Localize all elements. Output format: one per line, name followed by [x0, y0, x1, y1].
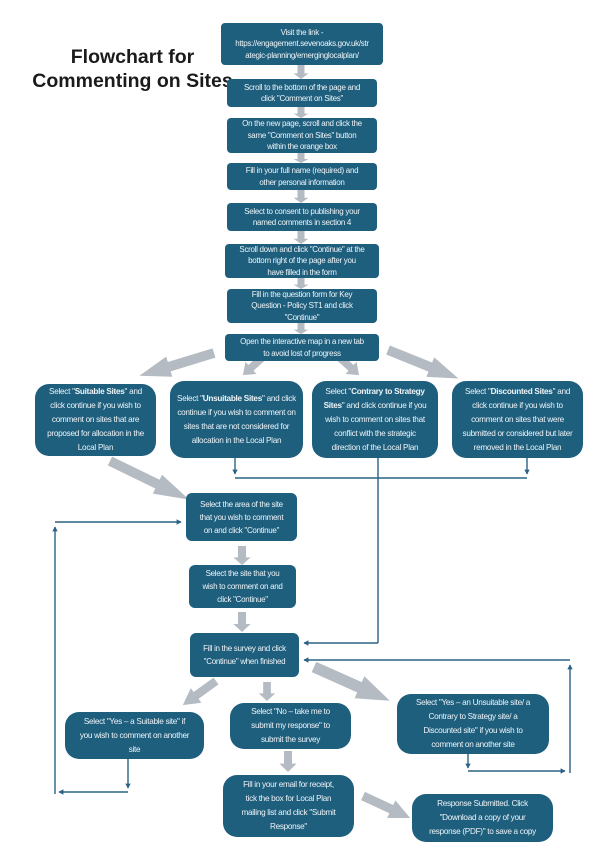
- flow-option-discounted-sites-label: Select "Discounted Sites" and click cont…: [462, 386, 573, 452]
- flow-step-open-map-label: Open the interactive map in a new tab to…: [240, 337, 364, 358]
- flow-option-contrary-strategy-sites: Select "Contrary to Strategy Sites" and …: [312, 381, 438, 458]
- flow-step-email-submit-response: Fill in your email for receipt, tick the…: [223, 775, 354, 837]
- flow-step-fill-survey: Fill in the survey and click "Continue" …: [190, 633, 299, 677]
- flow-step-yes-suitable-site: Select "Yes – a Suitable site" if you wi…: [65, 712, 204, 759]
- flow-step-visit-link-label: Visit the link - https://engagement.seve…: [235, 27, 369, 60]
- flow-step-select-area: Select the area of the site that you wis…: [186, 493, 297, 541]
- flow-step-select-site: Select the site that you wish to comment…: [189, 565, 296, 608]
- flow-step-consent-label: Select to consent to publishing your nam…: [244, 206, 360, 228]
- flow-step-consent: Select to consent to publishing your nam…: [227, 203, 377, 231]
- flow-step-visit-link: Visit the link - https://engagement.seve…: [221, 23, 383, 65]
- flow-step-yes-other-site-types: Select "Yes – an Unsuitable site/ a Cont…: [397, 694, 549, 754]
- flow-step-key-question: Fill in the question form for Key Questi…: [227, 289, 377, 323]
- flow-step-comment-on-sites-button: On the new page, scroll and click the sa…: [227, 118, 377, 153]
- flow-option-suitable-sites: Select "Suitable Sites" and click contin…: [35, 384, 156, 456]
- flow-step-continue-form: Scroll down and click "Continue" at the …: [225, 244, 379, 278]
- flow-step-comment-on-sites-button-label: On the new page, scroll and click the sa…: [242, 119, 362, 152]
- flow-option-discounted-sites: Select "Discounted Sites" and click cont…: [452, 381, 583, 458]
- thin-connectors: [52, 458, 573, 795]
- flow-step-open-map: Open the interactive map in a new tab to…: [225, 334, 379, 361]
- flow-step-full-name-label: Fill in your full name (required) and ot…: [245, 166, 359, 187]
- flow-step-no-submit-response-label: Select "No – take me to submit my respon…: [251, 707, 330, 744]
- flow-step-response-submitted-label: Response Submitted. Click "Download a co…: [429, 799, 536, 836]
- flow-step-yes-suitable-site-label: Select "Yes – a Suitable site" if you wi…: [79, 716, 190, 754]
- flow-step-no-submit-response: Select "No – take me to submit my respon…: [230, 703, 351, 749]
- flow-step-scroll-bottom-label: Scroll to the bottom of the page and cli…: [244, 82, 360, 104]
- flow-step-response-submitted: Response Submitted. Click "Download a co…: [412, 794, 553, 842]
- flow-step-scroll-bottom: Scroll to the bottom of the page and cli…: [227, 79, 377, 107]
- flow-step-select-area-label: Select the area of the site that you wis…: [199, 499, 284, 535]
- page-title: Flowchart for Commenting on Sites: [32, 46, 233, 92]
- flow-step-fill-survey-label: Fill in the survey and click "Continue" …: [203, 644, 286, 666]
- flow-step-key-question-label: Fill in the question form for Key Questi…: [251, 289, 353, 322]
- flow-option-unsuitable-sites: Select "Unsuitable Sites" and click cont…: [170, 381, 303, 458]
- flow-step-continue-form-label: Scroll down and click "Continue" at the …: [239, 244, 365, 277]
- flow-step-email-submit-response-label: Fill in your email for receipt, tick the…: [241, 780, 336, 831]
- flow-option-unsuitable-sites-label: Select "Unsuitable Sites" and click cont…: [177, 393, 296, 445]
- flow-step-yes-other-site-types-label: Select "Yes – an Unsuitable site/ a Cont…: [415, 698, 531, 749]
- flow-option-suitable-sites-label: Select "Suitable Sites" and click contin…: [47, 387, 144, 452]
- flow-option-contrary-strategy-sites-label: Select "Contrary to Strategy Sites" and …: [323, 386, 427, 452]
- flow-step-full-name: Fill in your full name (required) and ot…: [227, 163, 377, 190]
- flow-step-select-site-label: Select the site that you wish to comment…: [202, 569, 283, 604]
